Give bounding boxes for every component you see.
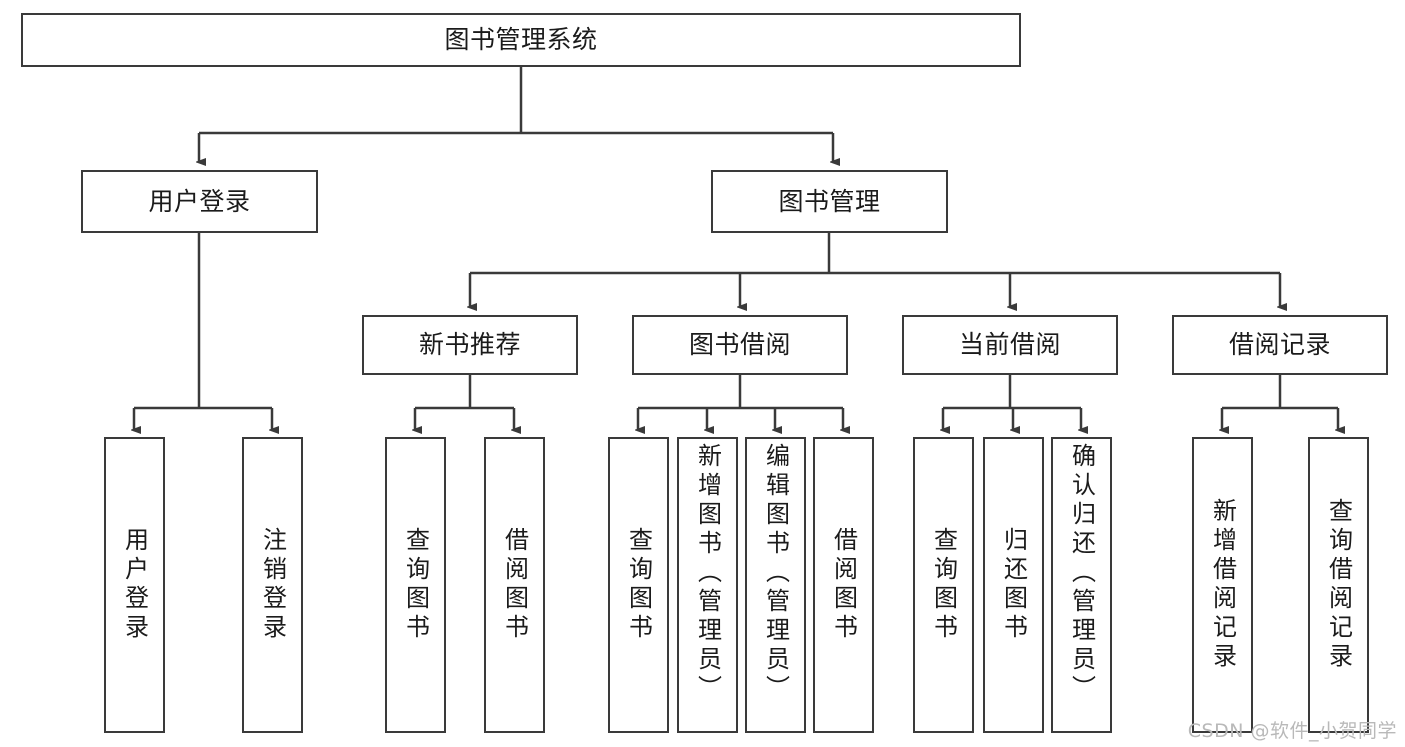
node-leaf-logout-login[interactable]: 注销登录 (242, 437, 303, 733)
node-book-manage[interactable]: 图书管理 (711, 170, 948, 233)
node-leaf-query-borrow-record-label: 查询借阅记录 (1324, 498, 1353, 672)
node-root[interactable]: 图书管理系统 (21, 13, 1021, 67)
node-leaf-query-book-2[interactable]: 查询图书 (608, 437, 669, 733)
node-leaf-borrow-book-1-label: 借阅图书 (500, 527, 529, 643)
node-borrow-record[interactable]: 借阅记录 (1172, 315, 1388, 375)
node-borrow-record-label: 借阅记录 (1228, 330, 1331, 360)
node-current-borrow[interactable]: 当前借阅 (902, 315, 1118, 375)
node-leaf-add-borrow-record[interactable]: 新增借阅记录 (1192, 437, 1253, 733)
node-leaf-query-book-3[interactable]: 查询图书 (913, 437, 974, 733)
node-leaf-edit-book-admin[interactable]: 编辑图书（管理员） (745, 437, 806, 733)
node-root-label: 图书管理系统 (444, 25, 598, 55)
node-leaf-borrow-book-1[interactable]: 借阅图书 (484, 437, 545, 733)
node-new-book-recommend[interactable]: 新书推荐 (362, 315, 578, 375)
node-leaf-query-book-2-label: 查询图书 (624, 527, 653, 643)
node-current-borrow-label: 当前借阅 (958, 330, 1061, 360)
node-leaf-user-login-label: 用户登录 (120, 527, 149, 643)
node-user-login[interactable]: 用户登录 (81, 170, 318, 233)
node-leaf-confirm-return-admin-label: 确认归还（管理员） (1067, 443, 1096, 704)
node-leaf-add-book-admin-label: 新增图书（管理员） (693, 443, 722, 704)
node-book-borrow-label: 图书借阅 (688, 330, 791, 360)
node-new-book-recommend-label: 新书推荐 (418, 330, 521, 360)
node-leaf-return-book-label: 归还图书 (999, 527, 1028, 643)
node-book-manage-label: 图书管理 (778, 186, 881, 216)
node-leaf-add-borrow-record-label: 新增借阅记录 (1208, 498, 1237, 672)
node-leaf-query-book-1[interactable]: 查询图书 (385, 437, 446, 733)
node-book-borrow[interactable]: 图书借阅 (632, 315, 848, 375)
node-leaf-return-book[interactable]: 归还图书 (983, 437, 1044, 733)
node-leaf-edit-book-admin-label: 编辑图书（管理员） (761, 443, 790, 704)
node-leaf-user-login[interactable]: 用户登录 (104, 437, 165, 733)
node-leaf-query-borrow-record[interactable]: 查询借阅记录 (1308, 437, 1369, 733)
node-leaf-query-book-1-label: 查询图书 (401, 527, 430, 643)
node-user-login-label: 用户登录 (148, 186, 251, 216)
node-leaf-query-book-3-label: 查询图书 (929, 527, 958, 643)
node-leaf-add-book-admin[interactable]: 新增图书（管理员） (677, 437, 738, 733)
node-leaf-borrow-book-2-label: 借阅图书 (829, 527, 858, 643)
node-leaf-confirm-return-admin[interactable]: 确认归还（管理员） (1051, 437, 1112, 733)
node-leaf-logout-login-label: 注销登录 (258, 527, 287, 643)
node-leaf-borrow-book-2[interactable]: 借阅图书 (813, 437, 874, 733)
watermark: CSDN @软件_小贺同学 (1187, 720, 1397, 742)
